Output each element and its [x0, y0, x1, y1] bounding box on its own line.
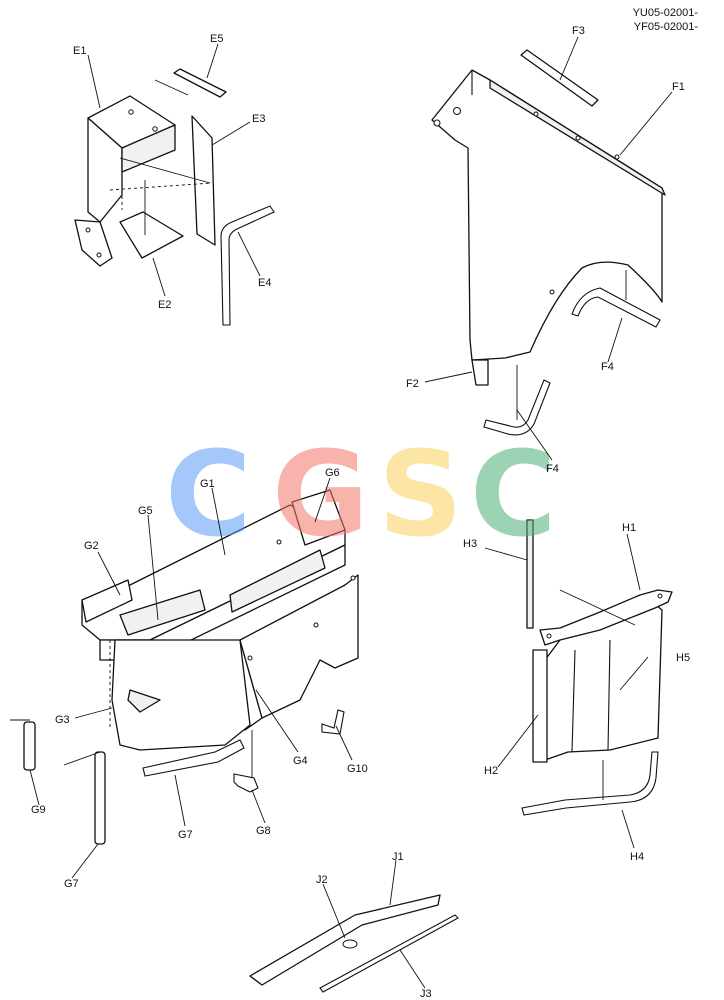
- label-g5: G5: [138, 505, 153, 517]
- part-group-j: [249, 894, 459, 993]
- code-line-1: YU05-02001-: [633, 7, 699, 19]
- label-e4: E4: [258, 277, 271, 289]
- part-g7-strip: [142, 739, 245, 777]
- part-e1: [74, 95, 176, 267]
- label-g6: G6: [325, 467, 340, 479]
- part-h1: [539, 589, 673, 646]
- part-e4: [220, 205, 275, 326]
- part-g1: [81, 504, 359, 751]
- part-g2: [81, 579, 133, 623]
- label-f3: F3: [572, 25, 585, 37]
- part-g8: [233, 773, 259, 793]
- part-g6: [291, 489, 346, 546]
- label-f4-upper: F4: [601, 361, 614, 373]
- label-f2: F2: [406, 378, 419, 390]
- part-e2: [119, 211, 184, 259]
- label-f4-lower: F4: [546, 463, 559, 475]
- watermark-letter-2: G: [272, 425, 369, 563]
- part-e5: [173, 68, 227, 98]
- part-group-g: [10, 489, 359, 845]
- part-f3: [520, 49, 599, 107]
- label-g10: G10: [347, 763, 368, 775]
- part-f1: [431, 69, 666, 361]
- part-group-e: [74, 68, 275, 326]
- label-j3: J3: [420, 988, 432, 1000]
- part-h2: [532, 649, 548, 763]
- part-f4-lower: [483, 379, 551, 436]
- part-group-f: [431, 49, 666, 436]
- code-line-2: YF05-02001-: [634, 21, 699, 33]
- part-j1: [249, 894, 441, 986]
- label-g7-strip: G7: [178, 829, 193, 841]
- part-group-h: [521, 519, 673, 816]
- label-h4: H4: [630, 851, 644, 863]
- watermark-cgsc: C G S C: [165, 425, 557, 563]
- label-g1: G1: [200, 478, 215, 490]
- label-h1: H1: [622, 522, 636, 534]
- part-g7-rod: [94, 751, 106, 845]
- watermark-letter-4: C: [470, 425, 557, 563]
- part-g10: [321, 709, 345, 735]
- part-j2: [342, 939, 358, 949]
- part-h4: [521, 751, 659, 816]
- label-e5: E5: [210, 33, 223, 45]
- watermark-letter-1: C: [165, 425, 252, 563]
- part-f2: [471, 359, 489, 386]
- part-labels: E1 E5 E3 E4 E2 F3 F1 F2 F4 F4 G1 G5 G2 G…: [31, 25, 690, 1000]
- label-g2: G2: [84, 540, 99, 552]
- label-h5: H5: [676, 652, 690, 664]
- label-g7-rod: G7: [64, 878, 79, 890]
- label-e1: E1: [73, 45, 86, 57]
- label-e2: E2: [158, 299, 171, 311]
- label-g4: G4: [293, 755, 308, 767]
- label-h2: H2: [484, 765, 498, 777]
- part-e3: [191, 115, 216, 246]
- label-j1: J1: [392, 851, 404, 863]
- label-h3: H3: [463, 538, 477, 550]
- leader-lines: [29, 36, 673, 989]
- watermark-letter-3: S: [378, 425, 463, 563]
- part-f4-upper: [571, 287, 661, 328]
- label-g3: G3: [55, 714, 70, 726]
- part-h3: [526, 519, 534, 629]
- part-g9: [23, 721, 36, 771]
- label-j2: J2: [316, 874, 328, 886]
- label-g9: G9: [31, 804, 46, 816]
- label-g8: G8: [256, 825, 271, 837]
- label-e3: E3: [252, 113, 265, 125]
- label-f1: F1: [672, 81, 685, 93]
- part-j3: [319, 914, 459, 993]
